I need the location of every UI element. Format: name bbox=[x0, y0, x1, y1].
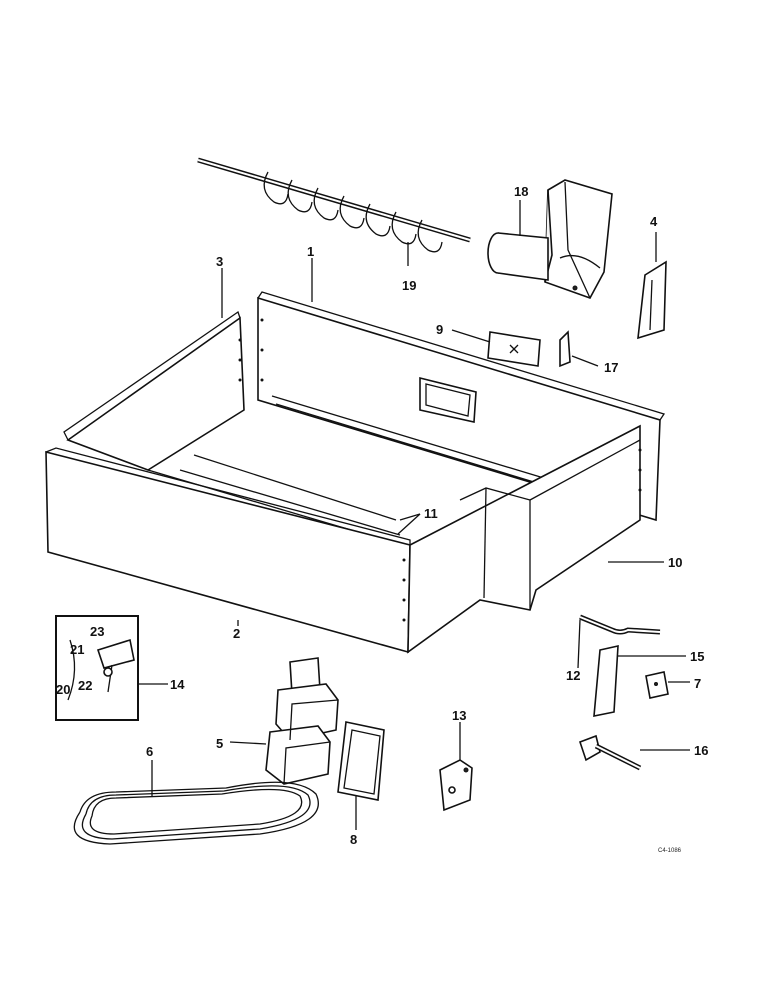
callout-10: 10 bbox=[668, 555, 682, 570]
callout-7: 7 bbox=[694, 676, 701, 691]
callout-18: 18 bbox=[514, 184, 528, 199]
leader-lines bbox=[138, 200, 690, 830]
callout-6: 6 bbox=[146, 744, 153, 759]
sprocket-guards-part bbox=[265, 657, 339, 785]
callout-11: 11 bbox=[424, 506, 438, 521]
callout-16: 16 bbox=[694, 743, 708, 758]
callout-5: 5 bbox=[216, 736, 223, 751]
callout-19: 19 bbox=[402, 278, 416, 293]
access-panel-part bbox=[337, 721, 385, 801]
callout-21: 21 bbox=[70, 642, 84, 657]
drawing-code: C4-1086 bbox=[658, 848, 682, 854]
callout-17: 17 bbox=[604, 360, 618, 375]
lever-part bbox=[578, 734, 642, 771]
callout-labels: 1 2 3 4 5 6 7 8 9 10 11 12 13 14 15 16 1… bbox=[56, 184, 708, 854]
bracket-part bbox=[559, 330, 571, 368]
latch-inset bbox=[55, 615, 139, 721]
auger-housing-part bbox=[487, 179, 613, 299]
callout-1: 1 bbox=[307, 244, 314, 259]
cover-plate-part bbox=[487, 331, 541, 367]
callout-14: 14 bbox=[170, 677, 185, 692]
callout-15: 15 bbox=[690, 649, 704, 664]
callout-13: 13 bbox=[452, 708, 466, 723]
callout-4: 4 bbox=[650, 214, 658, 229]
callout-12: 12 bbox=[566, 668, 580, 683]
callout-22: 22 bbox=[78, 678, 92, 693]
grain-tank-body bbox=[45, 291, 666, 654]
callout-9: 9 bbox=[436, 322, 443, 337]
callout-23: 23 bbox=[90, 624, 104, 639]
side-plate-part bbox=[637, 260, 667, 340]
auger-part bbox=[197, 157, 471, 253]
drive-belt-part bbox=[73, 781, 319, 845]
rod-part bbox=[579, 614, 661, 635]
small-plate-part bbox=[645, 671, 669, 699]
angle-plate-part bbox=[593, 644, 619, 717]
callout-8: 8 bbox=[350, 832, 357, 847]
callout-3: 3 bbox=[216, 254, 223, 269]
callout-20: 20 bbox=[56, 682, 70, 697]
callout-2: 2 bbox=[233, 626, 240, 641]
mounting-bracket-part bbox=[439, 759, 473, 812]
